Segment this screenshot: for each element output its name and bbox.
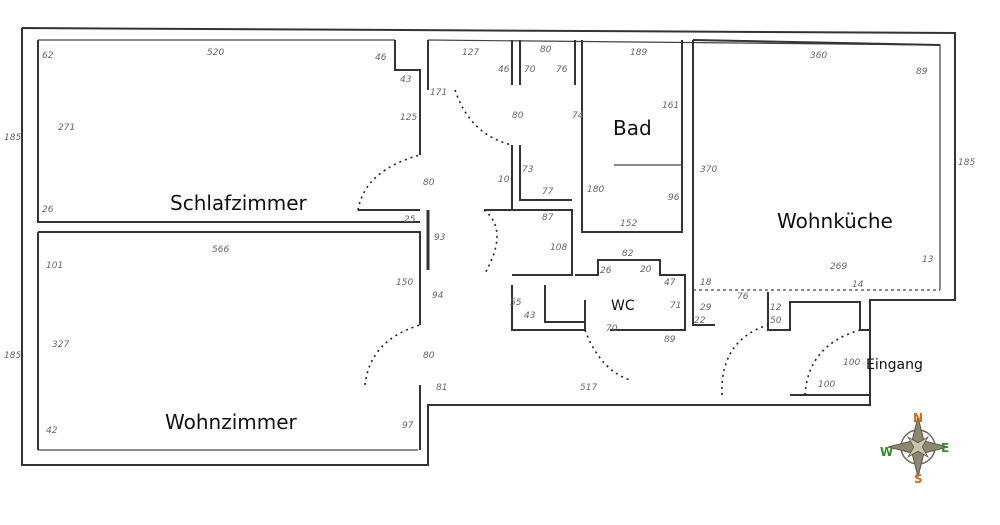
measure: 96 [668, 193, 680, 203]
measure: 25 [404, 215, 416, 225]
measure: 80 [540, 45, 552, 55]
door-swings [357, 89, 861, 396]
measure: 161 [662, 101, 679, 111]
measure: 108 [550, 243, 567, 253]
measure: 76 [737, 292, 749, 302]
label-bad: Bad [613, 116, 652, 140]
measure: 22 [694, 316, 706, 326]
measure: 18 [700, 278, 712, 288]
measure: 20 [640, 265, 652, 275]
measure: 271 [58, 123, 75, 133]
measure: 87 [542, 213, 554, 223]
measure: 55 [510, 298, 522, 308]
measure: 152 [620, 219, 637, 229]
measure: 125 [400, 113, 417, 123]
compass-rose: N S E W [880, 411, 949, 486]
measure: 93 [434, 233, 446, 243]
label-wohnkueche: Wohnküche [777, 209, 893, 233]
measure: 97 [402, 421, 414, 431]
measure: 566 [212, 245, 229, 255]
label-eingang: Eingang [866, 357, 923, 373]
room-bad [581, 40, 683, 233]
measure: 29 [700, 303, 712, 313]
measure: 100 [818, 380, 835, 390]
room-schlafzimmer [37, 40, 421, 223]
measure: 74 [572, 111, 584, 121]
measure: 94 [432, 291, 444, 301]
compass-n-label: N [913, 411, 923, 425]
measure: 43 [524, 311, 536, 321]
measure: 47 [664, 278, 676, 288]
compass-s-label: S [914, 472, 923, 486]
measure: 127 [462, 48, 479, 58]
measure: 370 [700, 165, 717, 175]
label-wohnzimmer: Wohnzimmer [165, 410, 298, 434]
measure: 89 [916, 67, 928, 77]
measure: 101 [46, 261, 63, 271]
measure: 46 [498, 65, 510, 75]
measure: 520 [207, 48, 224, 58]
measure: 73 [522, 165, 534, 175]
measure: 70 [524, 65, 536, 75]
central-walls [427, 40, 686, 331]
measure: 82 [622, 249, 634, 259]
measure: 189 [630, 48, 647, 58]
measure: 185 [4, 133, 21, 143]
measure: 70 [606, 324, 618, 334]
measure: 180 [587, 185, 604, 195]
measure: 89 [664, 335, 676, 345]
measure: 80 [423, 178, 435, 188]
room-wohnkueche [692, 39, 941, 396]
measurements: 62 520 46 43 271 125 80 26 25 93 566 101… [4, 45, 975, 436]
measure: 26 [42, 205, 54, 215]
measure: 150 [396, 278, 413, 288]
measure: 327 [52, 340, 69, 350]
measure: 81 [436, 383, 447, 393]
measure: 42 [46, 426, 58, 436]
measure: 13 [922, 255, 934, 265]
measure: 185 [958, 158, 975, 168]
measure: 71 [670, 301, 681, 311]
measure: 46 [375, 53, 387, 63]
measure: 100 [843, 358, 860, 368]
measure: 26 [600, 266, 612, 276]
measure: 77 [542, 187, 554, 197]
measure: 185 [4, 351, 21, 361]
compass-e-label: E [941, 441, 949, 455]
measure: 171 [430, 88, 447, 98]
measure: 360 [810, 51, 827, 61]
measure: 43 [400, 75, 412, 85]
measure: 80 [512, 111, 524, 121]
measure: 50 [770, 316, 782, 326]
label-schlafzimmer: Schlafzimmer [170, 191, 308, 215]
measure: 80 [423, 351, 435, 361]
measure: 14 [852, 280, 864, 290]
label-wc: WC [611, 298, 635, 314]
compass-w-label: W [880, 445, 893, 459]
room-wohnzimmer [37, 210, 430, 450]
measure: 517 [580, 383, 597, 393]
measure: 10 [498, 175, 510, 185]
outer-walls [21, 27, 956, 466]
measure: 62 [42, 51, 54, 61]
measure: 12 [770, 303, 782, 313]
measure: 269 [830, 262, 847, 272]
measure: 76 [556, 65, 568, 75]
